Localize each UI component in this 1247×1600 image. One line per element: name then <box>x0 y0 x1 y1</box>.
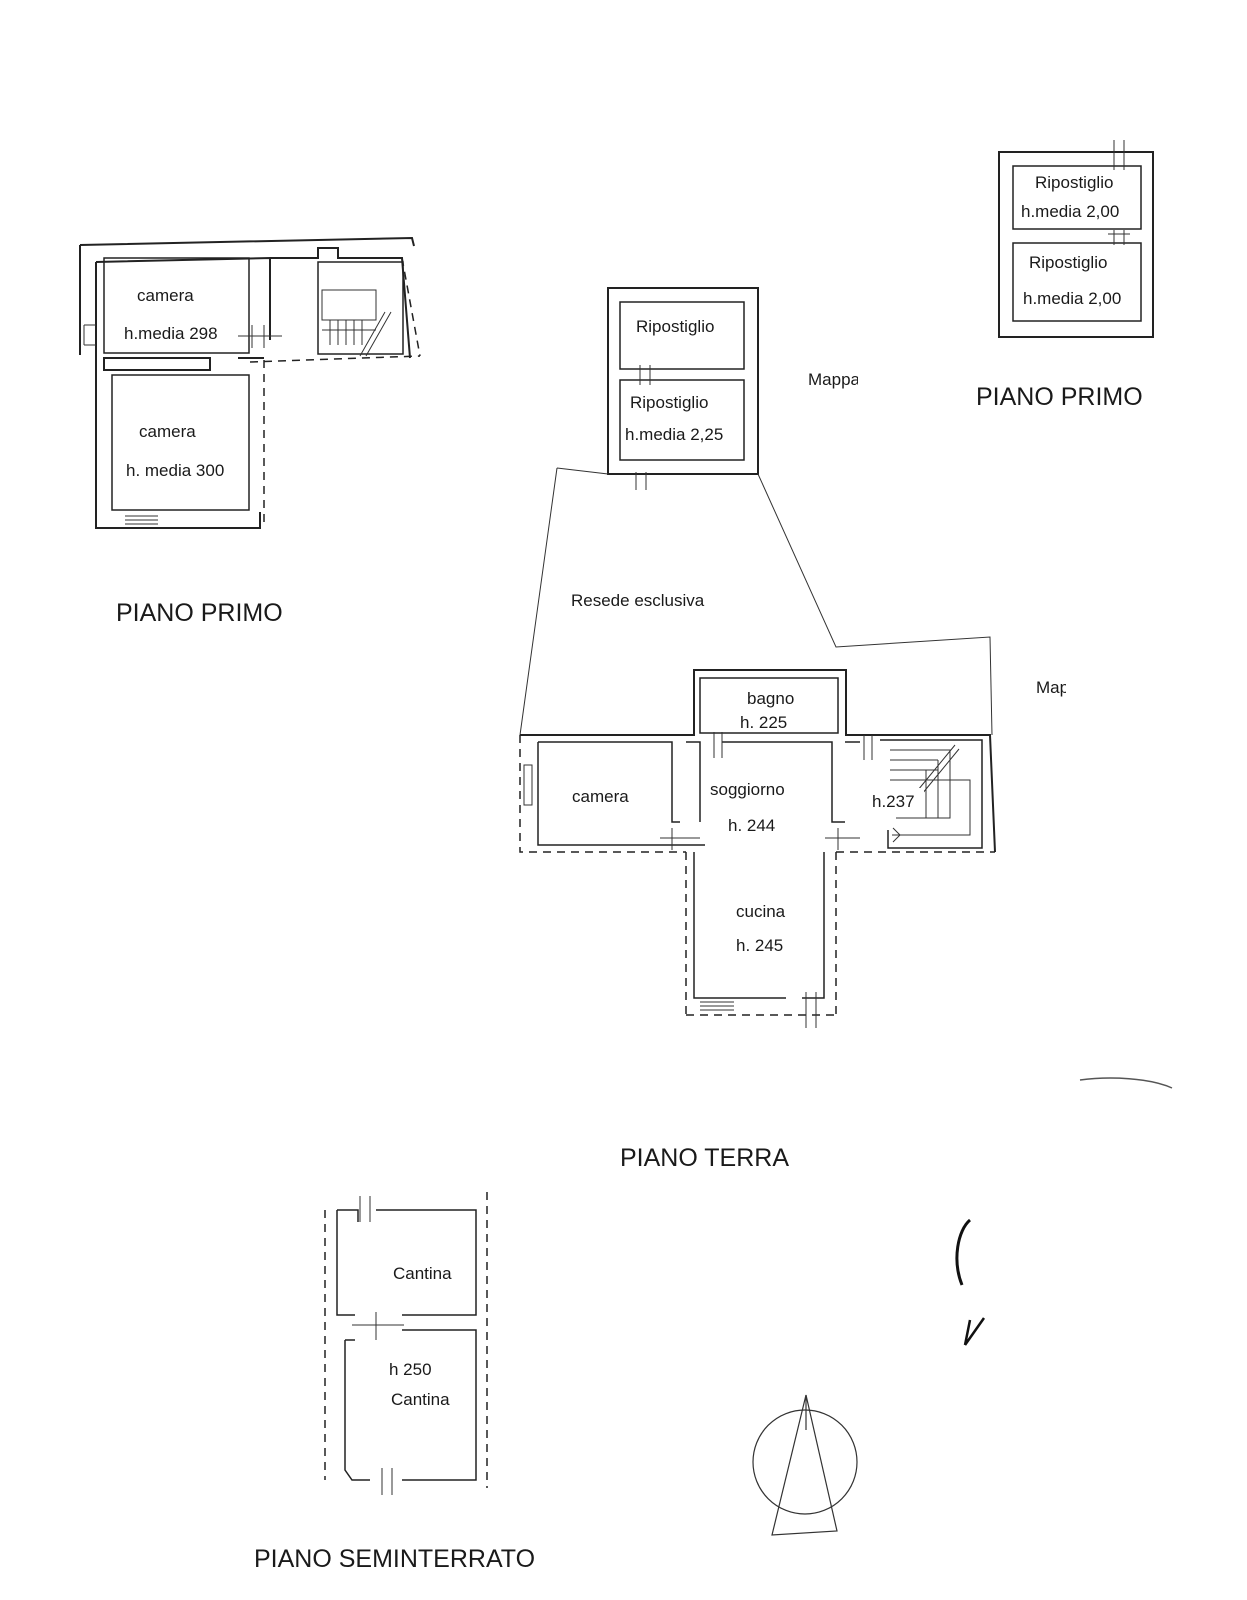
camera-label: camera <box>137 286 194 305</box>
soggiorno-label: soggiorno <box>710 780 785 799</box>
ripostiglio-label: Ripostiglio <box>1035 173 1113 192</box>
piano-primo-right-plan: Ripostiglio h.media 2,00 Ripostiglio h.m… <box>976 140 1154 411</box>
piano-primo-left-plan: camera h.media 298 camera h. media 300 P… <box>79 236 421 627</box>
ripostiglio-height-label: h.media 2,00 <box>1021 202 1119 221</box>
piano-seminterrato-plan: Cantina h 250 Cantina PIANO SEMINTERRATO <box>254 1192 535 1573</box>
bagno-label: bagno <box>747 689 794 708</box>
piano-primo-title: PIANO PRIMO <box>116 599 283 627</box>
camera-height-label: h.media 298 <box>124 324 218 343</box>
cucina-height-label: h. 245 <box>736 936 783 955</box>
cantina-label: Cantina <box>393 1264 452 1283</box>
cucina-label: cucina <box>736 902 786 921</box>
camera-label: camera <box>139 422 196 441</box>
bagno-height-label: h. 225 <box>740 713 787 732</box>
piano-terra-title: PIANO TERRA <box>620 1144 789 1172</box>
cantina-height-label: h 250 <box>389 1360 432 1379</box>
ripostiglio-height-label: h.media 2,25 <box>625 425 723 444</box>
cantina-label: Cantina <box>391 1390 450 1409</box>
camera-height-label: h. media 300 <box>126 461 224 480</box>
ripostiglio-label: Ripostiglio <box>630 393 708 412</box>
ripostiglio-label: Ripostiglio <box>636 317 714 336</box>
piano-seminterrato-title: PIANO SEMINTERRATO <box>254 1545 535 1573</box>
camera-label: camera <box>572 787 629 806</box>
north-arrow-icon <box>752 1394 858 1536</box>
mappa-clipped-label: Mappa <box>808 370 861 389</box>
resede-esclusiva-label: Resede esclusiva <box>571 591 705 610</box>
ripostiglio-label: Ripostiglio <box>1029 253 1107 272</box>
stair-room-height-label: h.237 <box>872 792 915 811</box>
soggiorno-height-label: h. 244 <box>728 816 775 835</box>
handwritten-initials <box>955 1077 1173 1346</box>
piano-terra-plan: Ripostiglio Ripostiglio h.media 2,25 Res… <box>519 287 1106 1172</box>
ripostiglio-height-label: h.media 2,00 <box>1023 289 1121 308</box>
mappa-clipped-label: Map <box>1036 678 1069 697</box>
piano-primo-title: PIANO PRIMO <box>976 383 1143 411</box>
